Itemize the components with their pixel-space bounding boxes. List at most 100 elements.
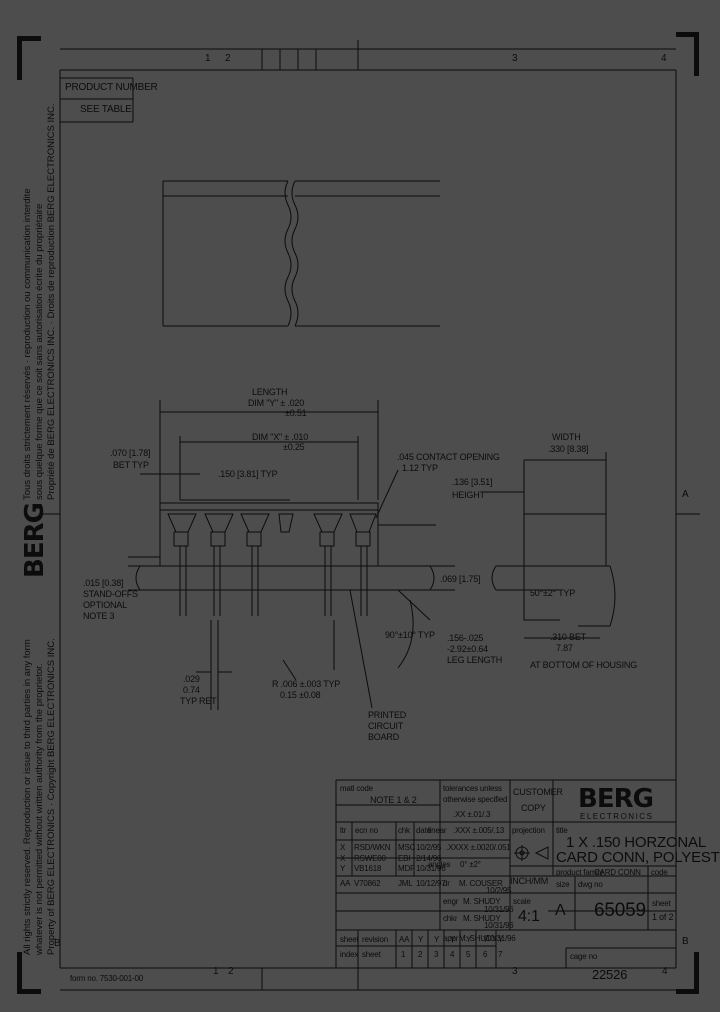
zone-bottom-3: 3	[512, 966, 518, 977]
tb-dwg-no: 65059	[594, 900, 646, 921]
tb-matl-code-label: matl code	[340, 784, 373, 793]
dim-bet-310: .310 BET	[550, 632, 586, 642]
tb-index-3: 3	[434, 950, 439, 959]
tb-sign-appr-name: M. SHUDY	[459, 934, 497, 943]
tb-rev-1-ltr: X	[340, 843, 346, 852]
tb-customer-2: COPY	[521, 803, 546, 813]
tb-revision-7: Y	[498, 935, 504, 944]
tb-sign-appr-label: appr	[443, 934, 459, 943]
tb-rev-2-ltr: X	[340, 854, 346, 863]
tb-berg-logo: BERG	[578, 784, 654, 814]
dim-y-mm: ±0.51	[285, 408, 307, 418]
tb-code-label: code	[651, 868, 668, 877]
tb-sign-dr-name: M. COUSER	[459, 879, 503, 888]
product-number-value: SEE TABLE	[80, 104, 132, 115]
tb-rev-4-date: 10/12/97	[416, 879, 446, 888]
zone-side-a: A	[682, 489, 689, 500]
tb-rev-2-date: 2/14/96	[416, 854, 442, 863]
tb-tol-xx: .XX ±.01/.3	[453, 810, 491, 819]
tb-sign-chkr-label: chkr	[443, 914, 458, 923]
tb-sign-engr-name: M. SHUDY	[463, 897, 501, 906]
tb-title-label: title	[556, 826, 568, 835]
pcb-label-3: BOARD	[368, 732, 400, 742]
tb-product-family-label: product family	[556, 868, 603, 877]
tb-rev-4-ltr: AA	[340, 879, 351, 888]
tb-size: A	[555, 902, 566, 919]
tb-size-label: size	[556, 880, 570, 889]
dim-standoff-l2: OPTIONAL	[83, 600, 127, 610]
dim-bet-070-typ: BET TYP	[113, 460, 149, 470]
dim-x-mm: ±0.25	[283, 442, 305, 452]
tb-sheet-label: sheet	[652, 899, 671, 908]
top-view-outline	[162, 180, 440, 327]
zone-side-b: B	[682, 936, 689, 947]
tb-index-7: 7	[498, 950, 503, 959]
zone-top-1: 1	[205, 53, 211, 64]
tb-rev-1-chk: MSC	[398, 843, 416, 852]
tb-tolerance-2: otherwise specified	[443, 795, 508, 804]
dim-029: .029	[183, 674, 200, 684]
dim-069: .069 [1.75]	[440, 574, 481, 584]
dim-leg-len-label: LEG LENGTH	[447, 655, 503, 665]
zone-side-b-left: B	[54, 938, 61, 949]
dim-width: .330 [8.38]	[548, 444, 589, 454]
tb-index-1: 1	[401, 950, 406, 959]
dim-length-label: LENGTH	[252, 387, 288, 397]
dim-at-bottom: AT BOTTOM OF HOUSING	[530, 660, 638, 670]
tb-revision-5: Y	[466, 935, 472, 944]
tb-revision-2: Y	[418, 935, 424, 944]
tb-rev-3-ltr: Y	[340, 864, 346, 873]
product-number-label: PRODUCT NUMBER	[65, 82, 158, 93]
dim-leg-len-mm: -2.92±0.64	[447, 644, 488, 654]
dim-contact-opening-mm: 1.12 TYP	[402, 463, 438, 473]
dim-bet-070: .070 [1.78]	[110, 448, 151, 458]
tb-revision-1: AA	[399, 935, 410, 944]
tb-rev-col-ecn: ecn no	[355, 826, 378, 835]
tb-tol-xxx: .XXX ±.005/.13	[453, 826, 504, 835]
tb-sheet-row-label: sheet	[340, 935, 359, 944]
tb-units: INCH/MM	[510, 876, 549, 886]
zone-bottom-2: 2	[228, 966, 234, 977]
zone-top-3: 3	[512, 53, 518, 64]
tb-index-6: 6	[483, 950, 488, 959]
tb-index-2: 2	[418, 950, 423, 959]
tb-berg-logo-sub: ELECTRONICS	[580, 812, 654, 821]
pcb-label-2: CIRCUIT	[368, 721, 404, 731]
zone-top-4: 4	[661, 53, 667, 64]
tb-dwg-no-label: dwg no	[578, 880, 603, 889]
zone-top-2: 2	[225, 53, 231, 64]
tb-sign-chkr-name: M. SHUDY	[463, 914, 501, 923]
dim-pitch: .150 [3.81] TYP	[218, 469, 278, 479]
tb-rev-3-chk: MDF	[398, 864, 415, 873]
pcb-label-1: PRINTED	[368, 710, 407, 720]
tb-rev-1-date: 10/2/95	[416, 843, 442, 852]
tb-revision-3: Y	[434, 935, 440, 944]
tb-rev-2-chk: EBI	[398, 854, 411, 863]
dim-height-label: HEIGHT	[452, 490, 485, 500]
tb-rev-3-ecn: VB1618	[354, 864, 382, 873]
dim-angle-90: 90°±10° TYP	[385, 630, 435, 640]
tb-sign-dr-date: 10/2/95	[486, 886, 512, 895]
contacts	[167, 513, 377, 616]
dim-typ-ret: TYP RET	[180, 696, 217, 706]
dim-radius: R .006 ±.003 TYP	[272, 679, 341, 689]
tb-index-5: 5	[466, 950, 471, 959]
tb-sign-engr-label: engr	[443, 897, 459, 906]
tb-matl-note: NOTE 1 & 2	[370, 795, 417, 805]
dim-029-mm: 0.74	[183, 685, 200, 695]
tb-revision-row-label: revision	[362, 935, 388, 944]
tb-sheet: 1 of 2	[652, 912, 674, 922]
dim-x: DIM "X" ± .010	[252, 432, 309, 442]
tb-revision-4: Y	[450, 935, 456, 944]
tb-rev-col-chk: chk	[398, 826, 410, 835]
tb-sign-appr-date: 10/31/96	[486, 934, 516, 943]
dim-angle-50: 50°±2° TYP	[530, 588, 575, 598]
tb-rev-4-chk: JML	[398, 879, 413, 888]
tb-rev-4-ecn: V70862	[354, 879, 381, 888]
dim-radius-mm: 0.15 ±0.08	[280, 690, 321, 700]
tb-title-line-2: CARD CONN, POLYESTER	[556, 849, 720, 866]
tb-index-row-label: index	[340, 950, 359, 959]
dim-standoff: .015 [0.38]	[83, 578, 124, 588]
tb-tolerance-1: tolerances unless	[443, 784, 502, 793]
tb-scale-label: scale	[513, 897, 531, 906]
